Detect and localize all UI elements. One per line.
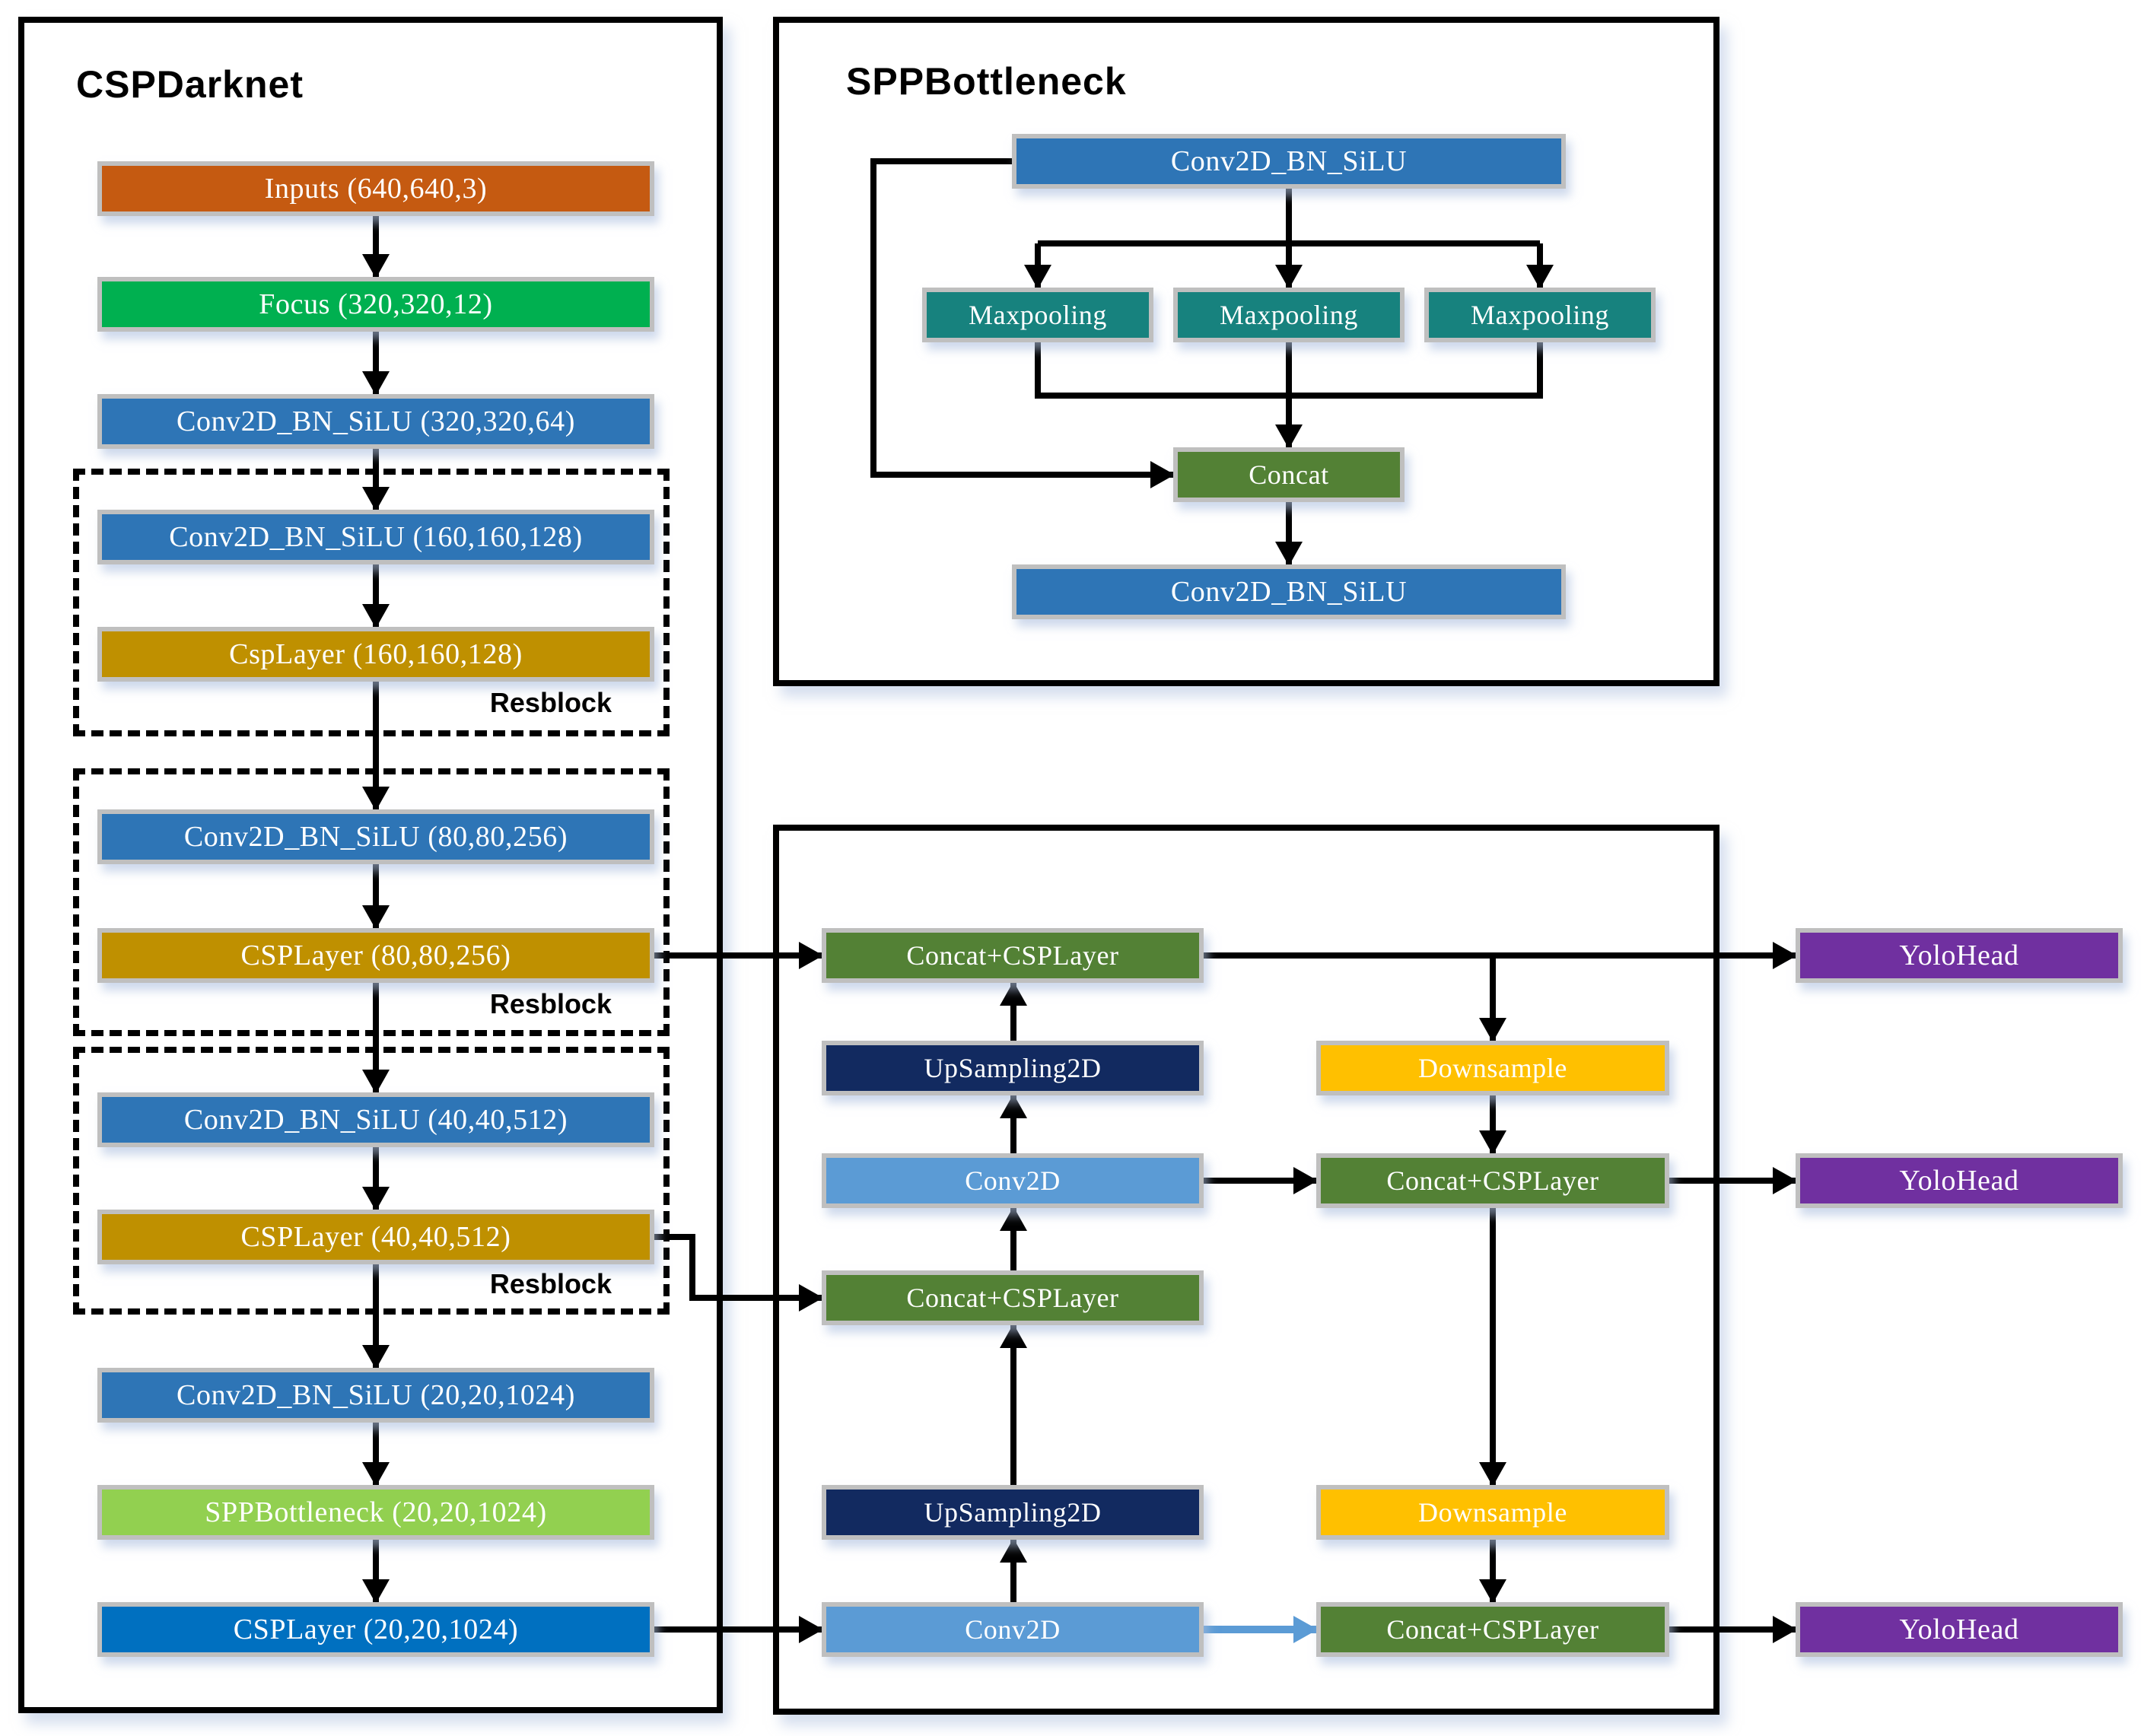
spp-conv2d-bn-silu-top: Conv2D_BN_SiLU	[1012, 134, 1566, 189]
neck-concat-csplayer-p4: Concat+CSPLayer	[822, 928, 1204, 983]
resblock-label-2: Resblock	[489, 989, 612, 1019]
neck-upsampling2d-bottom: UpSampling2D	[822, 1485, 1204, 1540]
node-conv2d-bn-silu-320: Conv2D_BN_SiLU (320,320,64)	[97, 394, 654, 449]
neck-concat-csplayer-n4: Concat+CSPLayer	[1316, 1602, 1669, 1657]
node-focus: Focus (320,320,12)	[97, 277, 654, 332]
edge-csp40-neckcsp-p3	[654, 1234, 823, 1312]
edge-sppconv-bypass-concat	[870, 158, 1175, 488]
spp-maxpooling-3: Maxpooling	[1424, 288, 1656, 342]
resblock-group-1	[73, 469, 670, 736]
yolohead-1: YoloHead	[1796, 928, 2123, 983]
neck-conv2d-bottom: Conv2D	[822, 1602, 1204, 1657]
node-conv2d-bn-silu-80: Conv2D_BN_SiLU (80,80,256)	[97, 809, 654, 864]
node-inputs: Inputs (640,640,3)	[97, 161, 654, 216]
neck-conv2d-mid: Conv2D	[822, 1153, 1204, 1208]
spp-maxpooling-2: Maxpooling	[1173, 288, 1405, 342]
neck-upsampling2d-top: UpSampling2D	[822, 1041, 1204, 1095]
neck-downsample-top: Downsample	[1316, 1041, 1669, 1095]
spp-maxpooling-1: Maxpooling	[922, 288, 1153, 342]
node-conv2d-bn-silu-40: Conv2D_BN_SiLU (40,40,512)	[97, 1092, 654, 1147]
yolohead-3: YoloHead	[1796, 1602, 2123, 1657]
node-conv2d-bn-silu-160: Conv2D_BN_SiLU (160,160,128)	[97, 510, 654, 564]
cspdarknet-title: CSPDarknet	[76, 64, 304, 107]
resblock-label-3: Resblock	[489, 1269, 612, 1299]
node-csplayer-80: CSPLayer (80,80,256)	[97, 928, 654, 983]
spp-conv2d-bn-silu-bottom: Conv2D_BN_SiLU	[1012, 564, 1566, 619]
resblock-label-1: Resblock	[489, 688, 612, 718]
node-csplayer-20: CSPLayer (20,20,1024)	[97, 1602, 654, 1657]
neck-downsample-bottom: Downsample	[1316, 1485, 1669, 1540]
node-csplayer-160: CspLayer (160,160,128)	[97, 627, 654, 682]
node-csplayer-40: CSPLayer (40,40,512)	[97, 1210, 654, 1264]
neck-concat-csplayer-n3: Concat+CSPLayer	[1316, 1153, 1669, 1208]
neck-concat-csplayer-p3: Concat+CSPLayer	[822, 1270, 1204, 1325]
yolohead-2: YoloHead	[1796, 1153, 2123, 1208]
resblock-group-3	[73, 1047, 670, 1315]
node-sppbottleneck-20: SPPBottleneck (20,20,1024)	[97, 1485, 654, 1540]
node-conv2d-bn-silu-20: Conv2D_BN_SiLU (20,20,1024)	[97, 1368, 654, 1423]
spp-concat: Concat	[1173, 447, 1405, 502]
sppbottleneck-title: SPPBottleneck	[846, 61, 1127, 103]
resblock-group-2	[73, 768, 670, 1036]
